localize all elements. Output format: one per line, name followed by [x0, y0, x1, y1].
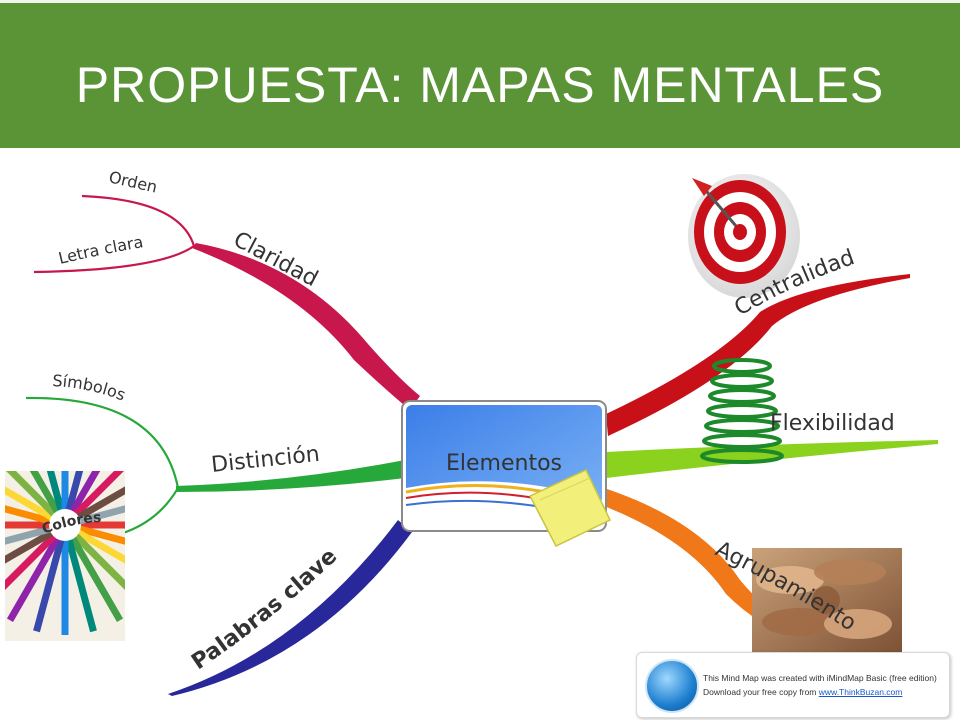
branch-simbolos [25, 396, 180, 489]
branch-orden [81, 194, 196, 247]
slide-title: PROPUESTA: MAPAS MENTALES [75, 57, 885, 113]
branch-letra-clara [33, 245, 195, 274]
credit-line: This Mind Map was created with iMindMap … [703, 673, 937, 683]
download-text: Download your free copy from [703, 687, 819, 697]
imindmap-credit-box: This Mind Map was created with iMindMap … [636, 652, 950, 718]
label-flexibilidad: Flexibilidad [770, 411, 895, 436]
branch-distincion [176, 460, 405, 492]
spring-icon [700, 358, 784, 464]
center-label: Elementos [446, 451, 562, 476]
download-line: Download your free copy from www.ThinkBu… [703, 687, 902, 697]
header-top-line [0, 0, 960, 3]
label-orden: Orden [107, 167, 159, 196]
label-letra-clara: Letra clara [57, 232, 145, 268]
colored-pencils-image [5, 471, 125, 641]
target-icon [688, 174, 800, 298]
slide-header: PROPUESTA: MAPAS MENTALES [0, 0, 960, 148]
linked-hands-image [752, 548, 902, 652]
branch-centralidad [606, 274, 910, 436]
label-distincion: Distinción [210, 442, 321, 478]
thinkbuzan-link[interactable]: www.ThinkBuzan.com [818, 687, 903, 697]
branch-agrupamiento [604, 488, 868, 656]
imindmap-logo-icon [645, 659, 699, 713]
branch-claridad [192, 243, 420, 410]
branch-palabras-clave [168, 520, 412, 696]
sticky-note-icon [528, 469, 612, 547]
